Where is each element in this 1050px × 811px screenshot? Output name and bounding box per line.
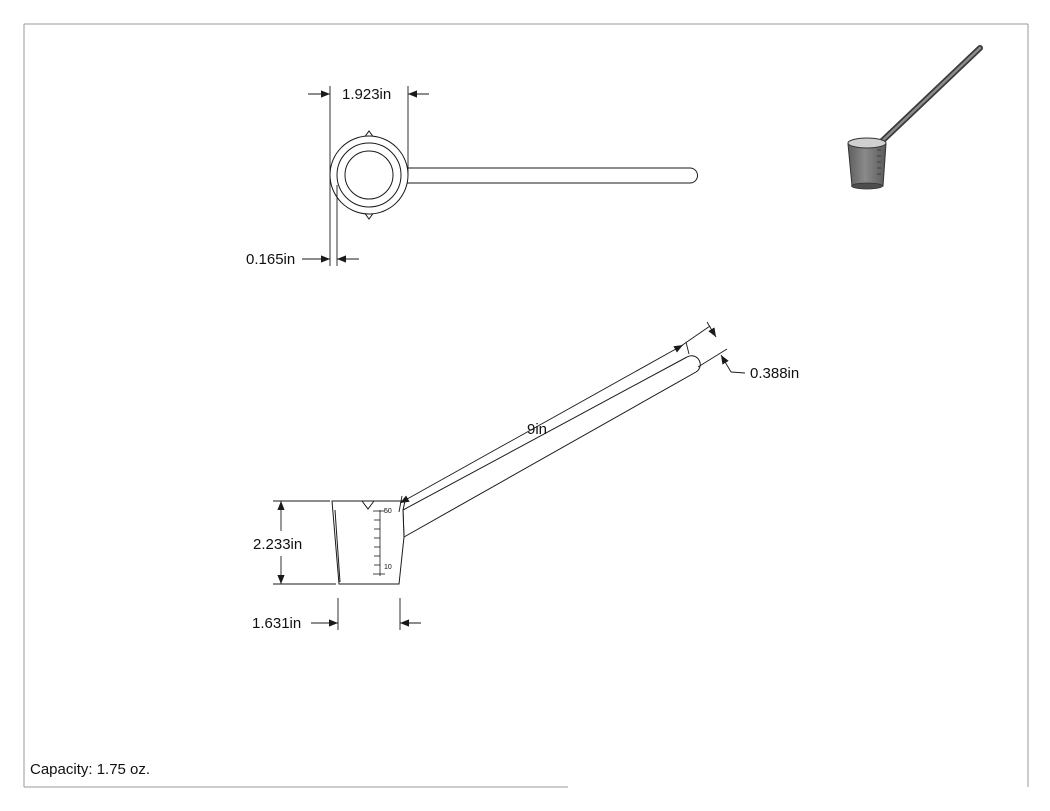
isometric-preview: [847, 45, 983, 190]
capacity-note: Capacity: 1.75 oz.: [30, 761, 151, 778]
dimension-cup-width-label: 1.631in: [252, 615, 301, 632]
top-view-rim-inner: [336, 142, 402, 208]
iso-handle: [876, 45, 983, 147]
scale-label-bottom: 10: [384, 564, 392, 571]
dimension-handle-length: [398, 341, 690, 513]
dimension-top-wall-label: 0.165in: [246, 251, 295, 268]
dimension-top-width-label: 1.923in: [342, 86, 391, 103]
sheet-border: [23, 23, 1029, 788]
front-view-cup: [331, 500, 406, 585]
top-view-bottom-circle: [344, 150, 394, 200]
scale-label-top: 50: [384, 508, 392, 515]
dimension-cup-height: [273, 500, 336, 585]
dimension-top-wall: [302, 175, 359, 266]
front-view-handle: [402, 355, 701, 538]
iso-scale-marks: [877, 149, 881, 175]
top-view-handle: [405, 167, 698, 184]
iso-cup-rim: [847, 137, 887, 149]
dimension-cup-height-label: 2.233in: [253, 536, 302, 553]
front-view-scale: [373, 510, 385, 576]
front-view: [331, 355, 701, 585]
dimension-handle-diameter: [680, 321, 746, 374]
dimension-handle-diameter-label: 0.388in: [750, 365, 799, 382]
dimension-handle-length-label: 9in: [527, 421, 547, 438]
dimension-cup-width: [311, 598, 421, 630]
iso-cup-bottom: [851, 182, 883, 190]
top-view: [329, 130, 698, 220]
top-view-rim-outer: [329, 135, 409, 215]
dimension-top-width: [308, 86, 429, 175]
